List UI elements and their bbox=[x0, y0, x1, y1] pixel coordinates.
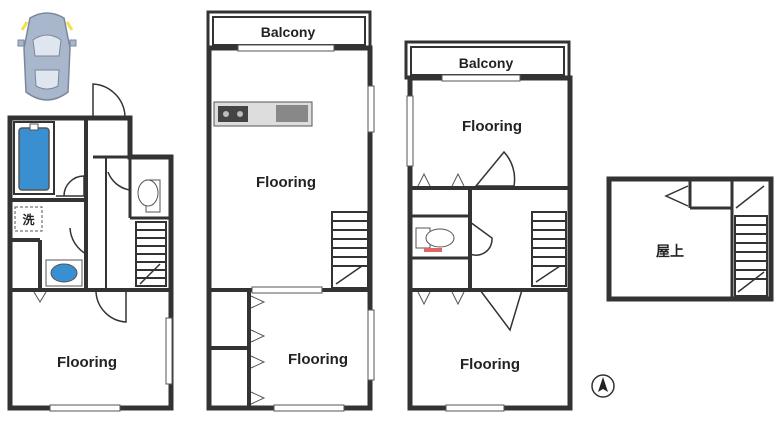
rooftop-label: 屋上 bbox=[656, 243, 684, 259]
floor1-room-label: Flooring bbox=[57, 354, 117, 371]
rooftop: 屋上 bbox=[606, 176, 774, 302]
floor2-room-upper-label: Flooring bbox=[256, 174, 316, 191]
car-icon bbox=[17, 12, 77, 101]
stove-icon bbox=[218, 106, 248, 122]
stairs-icon bbox=[531, 211, 567, 287]
stairs-icon bbox=[734, 185, 768, 297]
floor-2: Balcony Flooring Flooring bbox=[206, 10, 375, 412]
stairs-icon bbox=[331, 211, 369, 289]
floor3-room-upper-label: Flooring bbox=[462, 118, 522, 135]
washer-label: 洗 bbox=[22, 212, 34, 227]
floor3-room-lower-label: Flooring bbox=[460, 356, 520, 373]
floor2-room-lower-label: Flooring bbox=[288, 351, 348, 368]
toilet-icon bbox=[137, 179, 161, 213]
stairs-icon bbox=[135, 221, 167, 287]
north-arrow-icon bbox=[591, 374, 615, 398]
bathtub-icon bbox=[18, 127, 50, 191]
floor-1: 洗 Flooring bbox=[7, 83, 174, 412]
floor2-balcony-label: Balcony bbox=[261, 24, 316, 40]
floor3-balcony-label: Balcony bbox=[459, 55, 514, 71]
toilet-icon bbox=[415, 227, 455, 252]
entry-door-icon bbox=[92, 83, 126, 118]
kitchen-sink-icon bbox=[276, 105, 308, 122]
sink-icon bbox=[50, 263, 78, 283]
floor-3: Balcony Flooring bbox=[404, 40, 573, 412]
